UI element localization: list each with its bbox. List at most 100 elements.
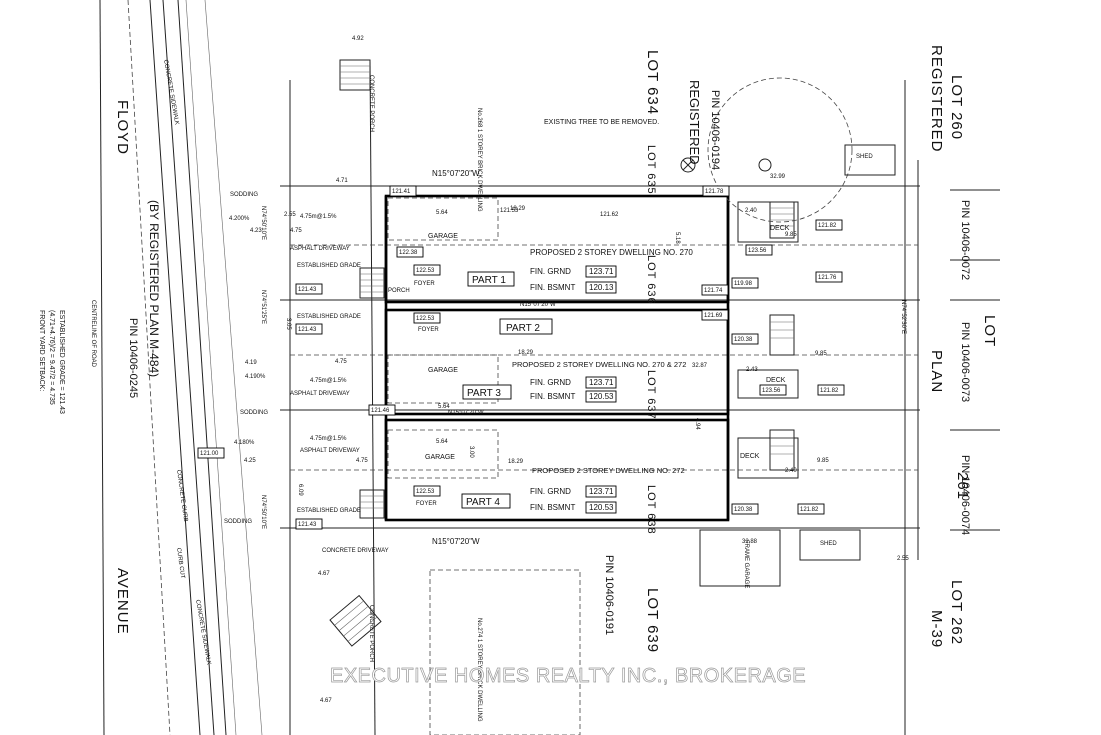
slope-pct-2: 4.190% bbox=[245, 374, 266, 380]
dim-467-2: 4.67 bbox=[320, 698, 332, 704]
elev-12356-1: 123.56 bbox=[748, 248, 767, 254]
dim-518: 5.18 bbox=[674, 232, 680, 244]
elev-box-13 bbox=[817, 384, 845, 396]
lot-634-label: LOT 634 bbox=[644, 50, 661, 115]
dim-425: 4.25 bbox=[244, 458, 256, 464]
tree-note: EXISTING TREE TO BE REMOVED. bbox=[544, 119, 659, 126]
street-lines bbox=[99, 0, 263, 735]
slope-1: 4.75m@1.5% bbox=[300, 214, 337, 220]
dwelling-3-grnd: 123.71 bbox=[589, 487, 614, 496]
dim-3288: 32.88 bbox=[742, 539, 758, 545]
dim-1829-1: 18.29 bbox=[510, 206, 526, 212]
elev-box-8 bbox=[396, 246, 424, 258]
elev-box-17 bbox=[701, 309, 729, 321]
deck-3-label: DECK bbox=[740, 453, 760, 460]
est-grade-2: ESTABLISHED GRADE bbox=[297, 314, 361, 320]
elev-12356-2: 123.56 bbox=[762, 388, 781, 394]
part-4: PART 4 bbox=[466, 497, 500, 508]
dim-255-2: 2.55 bbox=[897, 556, 909, 562]
m39-label: M-39 bbox=[928, 610, 945, 648]
dim-564-1: 5.64 bbox=[436, 210, 448, 216]
dim-1829-3: 18.29 bbox=[508, 459, 524, 465]
dim-3287: 32.87 bbox=[692, 363, 708, 369]
dim-471: 4.71 bbox=[336, 178, 348, 184]
elev-box-18 bbox=[731, 333, 759, 345]
shed-bottom-label: SHED bbox=[820, 541, 837, 547]
dwelling-3-grnd-label: FIN. GRND bbox=[530, 487, 571, 496]
dim-492: 4.92 bbox=[352, 36, 364, 42]
pin-0072: PIN 10406-0072 bbox=[959, 200, 971, 280]
elev-12178: 121.78 bbox=[705, 189, 724, 195]
elev-12238: 122.38 bbox=[399, 250, 418, 256]
dim-467-1: 4.67 bbox=[318, 571, 330, 577]
lot-260-label: LOT 260 bbox=[948, 75, 965, 140]
street-name-bottom: AVENUE bbox=[114, 568, 131, 635]
pin-bottom: PIN 10406-0191 bbox=[603, 555, 615, 635]
dwelling-1-grnd-label: FIN. GRND bbox=[530, 267, 571, 276]
dwelling-1-bsmnt-label: FIN. BSMNT bbox=[530, 283, 575, 292]
dwelling-2-grnd: 123.71 bbox=[589, 378, 614, 387]
neighbour-top: No.268 1 STOREY BRICK DWELLING bbox=[476, 108, 482, 212]
dwelling-2-grnd-label: FIN. GRND bbox=[530, 378, 571, 387]
note-established-grade: ESTABLISHED GRADE = 121.43 bbox=[58, 310, 65, 414]
dim-475-1: 4.75 bbox=[290, 228, 302, 234]
stairs bbox=[329, 59, 795, 647]
elev-12143-1: 121.43 bbox=[298, 287, 317, 293]
frame-garage bbox=[699, 529, 781, 587]
dwelling-1-title: PROPOSED 2 STOREY DWELLING NO. 270 bbox=[530, 248, 693, 257]
plan-word-right: PLAN bbox=[928, 350, 945, 393]
bearing-mid-1: N15°07'20"W bbox=[520, 302, 556, 308]
slope-pct-1: 4.200% bbox=[229, 216, 250, 222]
bearing-top: N15°07'20"W bbox=[432, 169, 480, 178]
elev-box-10 bbox=[745, 244, 773, 256]
elev-12253-2: 122.53 bbox=[416, 316, 435, 322]
dim-1829-2: 18.29 bbox=[518, 350, 534, 356]
part-3-box bbox=[462, 384, 512, 400]
deck-1 bbox=[737, 201, 799, 243]
neighbour-bottom: No.274 1 STOREY BRICK DWELLING bbox=[476, 618, 482, 722]
lot-635-label: LOT 635 bbox=[645, 145, 657, 195]
lot-word-right: LOT bbox=[981, 315, 998, 347]
slope-3: 4.75m@1.5% bbox=[310, 436, 347, 442]
elev-12038-2: 120.38 bbox=[734, 507, 753, 513]
foyer-3: FOYER bbox=[416, 501, 437, 507]
street-sidewalk-bottom: CONCRETE SIDEWALK bbox=[194, 599, 211, 665]
shed-top bbox=[844, 144, 896, 176]
asphalt-3: ASPHALT DRIVEWAY bbox=[300, 448, 360, 454]
part-3: PART 3 bbox=[467, 388, 501, 399]
sodding-3: SODDING bbox=[224, 519, 252, 525]
elev-12182-2: 121.82 bbox=[820, 388, 839, 394]
dwelling-3-bsmnt: 120.53 bbox=[589, 503, 614, 512]
concrete-driveway: CONCRETE DRIVEWAY bbox=[322, 548, 389, 554]
elev-box-6 bbox=[413, 312, 441, 324]
dwelling-3-bsmnt-label: FIN. BSMNT bbox=[530, 503, 575, 512]
garage-2 bbox=[387, 354, 499, 404]
porch-top: CONCRETE PORCH bbox=[368, 75, 374, 132]
dwelling-1-bsmnt: 120.13 bbox=[589, 283, 614, 292]
part-1: PART 1 bbox=[472, 275, 506, 286]
pin-top: PIN 10406-0194 bbox=[709, 90, 721, 170]
tree-removed-icon bbox=[680, 157, 696, 173]
street-curb-cut: CURB CUT bbox=[175, 547, 185, 579]
dim-985-2: 9.85 bbox=[815, 351, 827, 357]
street-pin: PIN 10406-0245 bbox=[127, 318, 139, 398]
watermark: EXECUTIVE HOMES REALTY INC., BROKERAGE bbox=[330, 665, 806, 687]
lot-639-label: LOT 639 bbox=[644, 588, 661, 653]
dwelling-3-bsmnt-box bbox=[585, 501, 617, 514]
street-centreline: CENTRELINE OF ROAD bbox=[90, 300, 96, 368]
elev-box-3 bbox=[295, 323, 323, 335]
elev-box-1 bbox=[389, 185, 417, 197]
elev-12143-3: 121.43 bbox=[298, 522, 317, 528]
shed-bottom bbox=[799, 529, 861, 561]
part-4-box bbox=[461, 493, 511, 509]
dim-475-2: 4.75 bbox=[335, 359, 347, 365]
est-grade-3: ESTABLISHED GRADE bbox=[297, 508, 361, 514]
dim-240-1: 2.40 bbox=[745, 208, 757, 214]
tree-2-icon bbox=[758, 158, 772, 172]
lot-261-label: 261 bbox=[954, 472, 971, 500]
elev-box-7 bbox=[413, 485, 441, 497]
bearing-side-4: N74°50'10"E bbox=[260, 495, 266, 529]
deck-1-label: DECK bbox=[770, 225, 790, 232]
elev-12141: 121.41 bbox=[392, 189, 411, 195]
